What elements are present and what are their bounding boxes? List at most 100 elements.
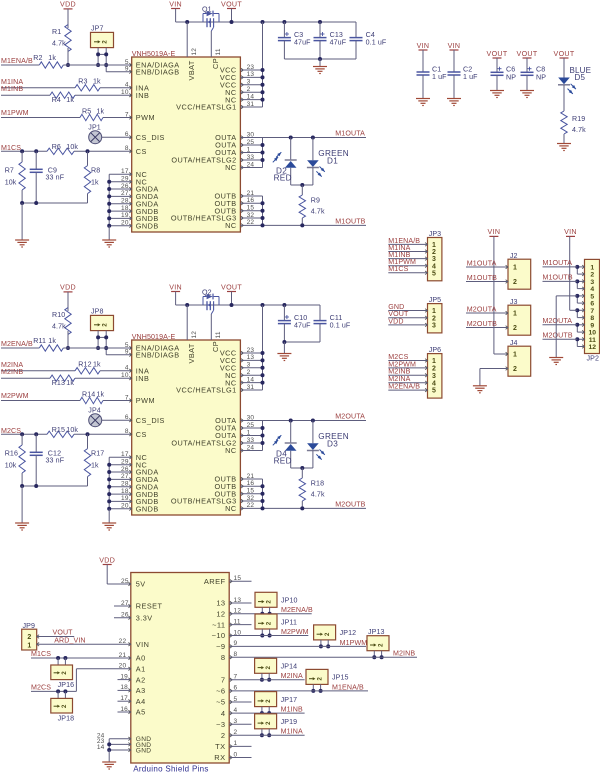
svg-text:11: 11 bbox=[234, 618, 241, 625]
svg-text:M1PWM: M1PWM bbox=[1, 109, 29, 117]
svg-text:C3: C3 bbox=[294, 31, 303, 39]
svg-text:28: 28 bbox=[121, 198, 129, 205]
svg-text:8: 8 bbox=[125, 428, 129, 435]
svg-text:2: 2 bbox=[513, 366, 517, 373]
svg-text:M1INB: M1INB bbox=[388, 251, 410, 259]
svg-text:JP6: JP6 bbox=[429, 346, 442, 354]
svg-text:20: 20 bbox=[119, 663, 127, 670]
svg-text:GNDB: GNDB bbox=[136, 497, 159, 506]
svg-text:A2: A2 bbox=[136, 675, 146, 684]
svg-text:1: 1 bbox=[513, 352, 517, 359]
svg-text:CS_DIS: CS_DIS bbox=[136, 133, 165, 142]
svg-text:3: 3 bbox=[247, 362, 251, 369]
svg-text:GNDA: GNDA bbox=[136, 482, 159, 491]
svg-text:10: 10 bbox=[121, 89, 129, 96]
svg-text:~5: ~5 bbox=[216, 698, 225, 707]
svg-text:10: 10 bbox=[234, 629, 242, 636]
svg-text:1 uF: 1 uF bbox=[432, 73, 447, 81]
svg-text:CS: CS bbox=[136, 147, 147, 156]
svg-text:VCC/HEATSLG1: VCC/HEATSLG1 bbox=[176, 103, 236, 112]
svg-text:GNDB: GNDB bbox=[136, 214, 159, 223]
svg-text:NC: NC bbox=[225, 88, 236, 97]
svg-text:21: 21 bbox=[247, 473, 255, 480]
svg-text:OUTB: OUTB bbox=[215, 206, 237, 215]
svg-text:3: 3 bbox=[247, 79, 251, 86]
svg-text:47uF: 47uF bbox=[294, 39, 311, 47]
svg-text:2: 2 bbox=[377, 643, 384, 647]
svg-text:2: 2 bbox=[265, 666, 272, 670]
svg-text:M2INB: M2INB bbox=[388, 368, 410, 376]
svg-text:1k: 1k bbox=[91, 462, 99, 470]
svg-text:5: 5 bbox=[590, 293, 594, 300]
svg-text:JP10: JP10 bbox=[281, 597, 298, 605]
svg-text:GND: GND bbox=[136, 747, 152, 754]
svg-text:11: 11 bbox=[215, 331, 222, 338]
svg-text:OUTB: OUTB bbox=[215, 475, 237, 484]
svg-text:M2OUTA: M2OUTA bbox=[335, 413, 365, 421]
svg-text:JP18: JP18 bbox=[58, 715, 75, 723]
svg-text:29: 29 bbox=[121, 176, 129, 183]
svg-text:M2PWM: M2PWM bbox=[388, 360, 416, 368]
svg-text:M1ENA/B: M1ENA/B bbox=[332, 683, 364, 691]
svg-text:A4: A4 bbox=[136, 697, 146, 706]
svg-text:VIN: VIN bbox=[564, 228, 577, 236]
svg-text:13: 13 bbox=[234, 597, 242, 604]
svg-text:2: 2 bbox=[101, 323, 108, 327]
svg-text:M2CS: M2CS bbox=[388, 353, 408, 361]
svg-text:1k: 1k bbox=[66, 379, 74, 387]
svg-text:JP13: JP13 bbox=[368, 628, 385, 636]
svg-text:23: 23 bbox=[247, 347, 255, 354]
svg-text:2: 2 bbox=[27, 634, 31, 641]
svg-text:R17: R17 bbox=[91, 450, 104, 458]
svg-text:JP7: JP7 bbox=[91, 25, 104, 33]
svg-text:2: 2 bbox=[513, 279, 517, 286]
svg-text:C11: C11 bbox=[330, 314, 343, 322]
svg-text:1k: 1k bbox=[97, 390, 105, 398]
svg-text:M2OUTB: M2OUTB bbox=[543, 332, 573, 340]
svg-text:M1INA: M1INA bbox=[281, 728, 303, 736]
svg-text:M2OUTA: M2OUTA bbox=[543, 317, 573, 325]
svg-text:OUTB: OUTB bbox=[215, 192, 237, 201]
svg-text:R11: R11 bbox=[33, 337, 46, 345]
svg-text:GREEN: GREEN bbox=[318, 149, 349, 158]
svg-text:GNDB: GNDB bbox=[136, 490, 159, 499]
svg-text:VNH5019A-E: VNH5019A-E bbox=[132, 333, 176, 341]
svg-text:NC: NC bbox=[225, 95, 236, 104]
svg-text:29: 29 bbox=[121, 459, 129, 466]
svg-text:4: 4 bbox=[125, 365, 129, 372]
svg-text:OUTB: OUTB bbox=[215, 199, 237, 208]
svg-text:31: 31 bbox=[247, 101, 255, 108]
svg-text:1: 1 bbox=[513, 265, 517, 272]
svg-text:2: 2 bbox=[590, 272, 594, 279]
svg-text:R8: R8 bbox=[91, 167, 100, 175]
svg-text:VIN: VIN bbox=[169, 283, 182, 291]
svg-text:C8: C8 bbox=[536, 66, 545, 74]
svg-text:RESET: RESET bbox=[136, 602, 163, 611]
svg-text:24: 24 bbox=[247, 161, 255, 168]
svg-text:19: 19 bbox=[121, 212, 129, 219]
svg-text:M2ENA/B: M2ENA/B bbox=[1, 340, 33, 348]
svg-text:VCC: VCC bbox=[220, 66, 237, 75]
svg-text:VNH5019A-E: VNH5019A-E bbox=[132, 50, 176, 58]
svg-text:26: 26 bbox=[121, 466, 129, 473]
svg-text:33 nF: 33 nF bbox=[46, 173, 65, 181]
svg-text:12: 12 bbox=[589, 344, 597, 351]
svg-text:20: 20 bbox=[121, 220, 129, 227]
svg-text:Q2: Q2 bbox=[202, 289, 212, 297]
svg-text:1: 1 bbox=[27, 642, 31, 649]
svg-text:JP15: JP15 bbox=[332, 674, 349, 682]
svg-text:NC: NC bbox=[136, 460, 147, 469]
svg-text:2: 2 bbox=[324, 632, 331, 636]
svg-text:R15: R15 bbox=[52, 426, 65, 434]
svg-text:M1CS: M1CS bbox=[1, 144, 21, 152]
svg-text:1: 1 bbox=[432, 242, 436, 249]
svg-text:15: 15 bbox=[234, 575, 242, 582]
svg-text:33: 33 bbox=[247, 437, 255, 444]
svg-text:JP11: JP11 bbox=[281, 618, 297, 626]
svg-text:13: 13 bbox=[216, 599, 225, 608]
svg-text:M1INA: M1INA bbox=[388, 244, 410, 252]
svg-text:A1: A1 bbox=[136, 665, 146, 674]
svg-text:2: 2 bbox=[432, 315, 436, 322]
svg-text:1k: 1k bbox=[48, 337, 56, 345]
svg-text:M1ENA/B: M1ENA/B bbox=[388, 237, 420, 245]
